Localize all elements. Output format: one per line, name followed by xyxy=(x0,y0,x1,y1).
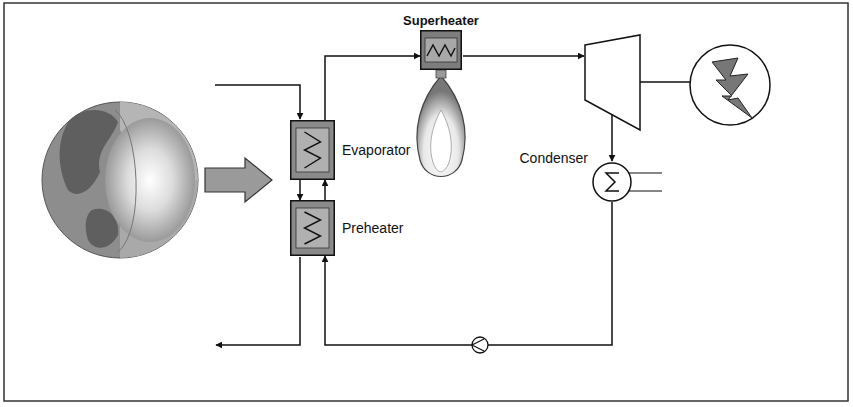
earth-globe xyxy=(42,102,198,258)
preheater-box: Preheater xyxy=(290,200,335,256)
condenser-symbol-outline xyxy=(592,162,632,202)
condenser-symbol: Condenser xyxy=(592,162,632,202)
shaft xyxy=(640,81,690,83)
superheater-box: Superheater xyxy=(420,30,462,70)
component-label: Evaporator xyxy=(342,142,410,158)
heat-arrow xyxy=(205,158,272,202)
generator-symbol xyxy=(690,45,770,125)
preheater-box-outline xyxy=(290,200,335,256)
component-label: Condenser xyxy=(520,150,589,166)
steam-line xyxy=(463,55,584,57)
flow-line xyxy=(325,56,420,120)
exhaust-line xyxy=(611,115,613,161)
flow-line xyxy=(299,180,301,200)
brine-outlet xyxy=(216,257,300,345)
evaporator-box-outline xyxy=(290,120,335,180)
flow-line xyxy=(324,180,326,200)
flow-line xyxy=(325,202,612,345)
superheater-box-outline xyxy=(420,30,462,70)
pump-symbol xyxy=(472,337,488,353)
brine-inlet xyxy=(215,85,300,119)
component-label: Superheater xyxy=(403,13,479,28)
frame xyxy=(4,3,848,401)
evaporator-box: Evaporator xyxy=(290,120,335,180)
burner-flame xyxy=(417,70,465,177)
component-label: Preheater xyxy=(342,220,403,236)
